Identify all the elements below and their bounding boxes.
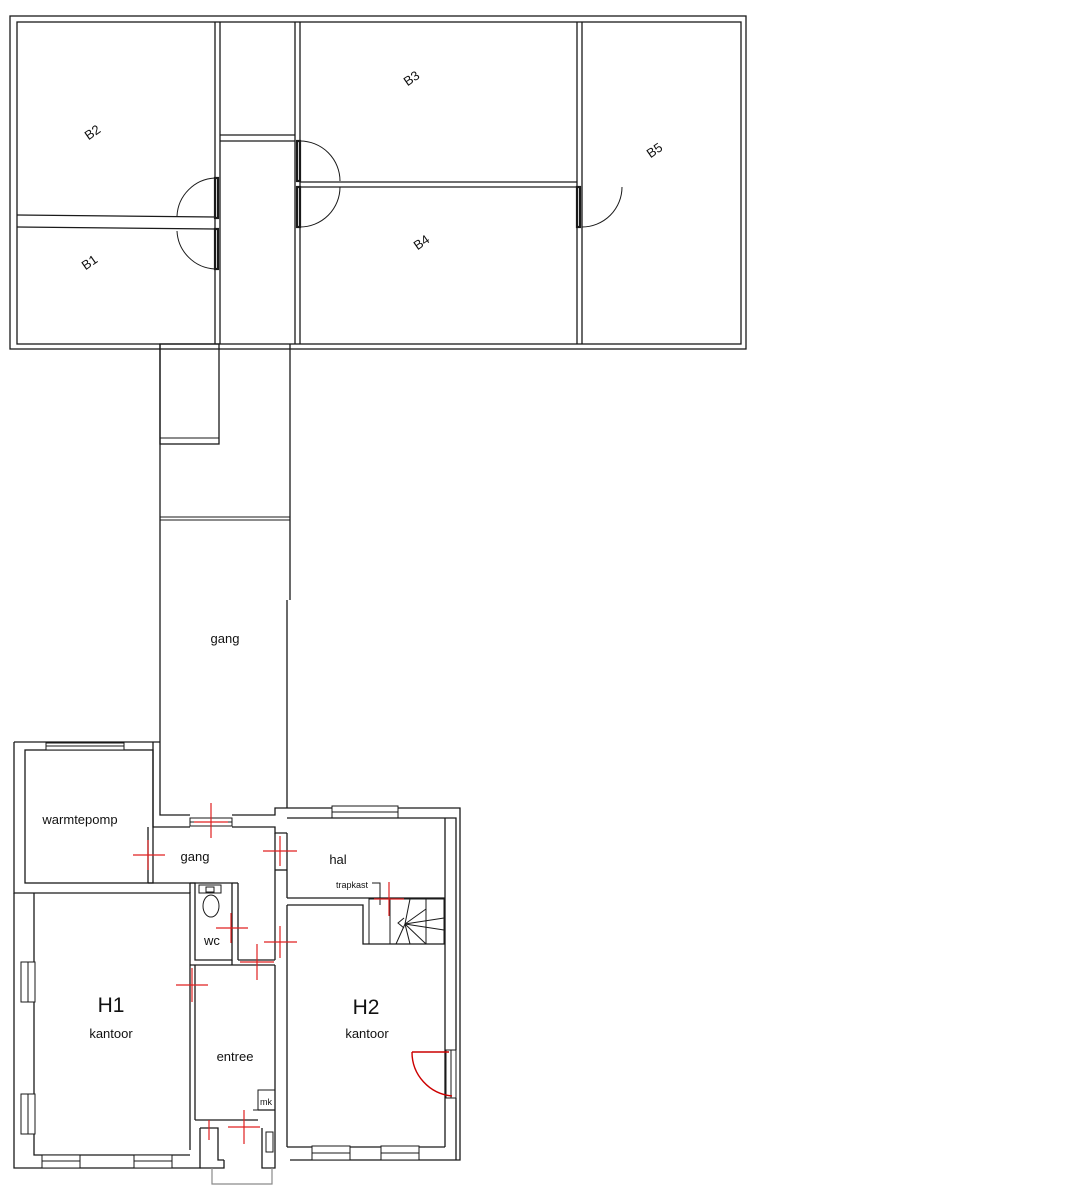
door-b1 xyxy=(213,227,220,271)
label-mk: mk xyxy=(260,1097,272,1107)
door-h2 xyxy=(411,1051,453,1097)
door-b4 xyxy=(295,185,302,229)
label-h1: H1 xyxy=(98,994,125,1017)
upper-inner-wall xyxy=(16,21,742,345)
staircase xyxy=(368,882,445,945)
label-wc: wc xyxy=(203,933,220,948)
door-b3 xyxy=(295,139,302,183)
long-corridor xyxy=(159,343,291,808)
corridor-annex xyxy=(159,343,220,445)
label-b3: B3 xyxy=(401,68,423,89)
label-gang: gang xyxy=(181,849,210,864)
label-h1-sub: kantoor xyxy=(89,1026,133,1041)
ground-floor xyxy=(13,741,461,1185)
door-b2 xyxy=(213,176,220,220)
door-markers xyxy=(133,803,404,1144)
label-warmtepomp: warmtepomp xyxy=(41,812,117,827)
upper-building xyxy=(9,15,747,350)
label-b2: B2 xyxy=(82,122,104,143)
label-b1: B1 xyxy=(79,252,101,273)
label-entree: entree xyxy=(217,1049,254,1064)
label-h2: H2 xyxy=(353,996,380,1019)
label-b4: B4 xyxy=(411,232,433,253)
upper-outer-wall xyxy=(9,15,747,350)
label-hal: hal xyxy=(329,852,346,867)
label-gang-long: gang xyxy=(211,631,240,646)
label-h2-sub: kantoor xyxy=(345,1026,389,1041)
label-trapkast: trapkast xyxy=(336,880,369,890)
label-b5: B5 xyxy=(644,140,666,161)
door-b5 xyxy=(575,185,582,229)
toilet xyxy=(198,884,222,918)
